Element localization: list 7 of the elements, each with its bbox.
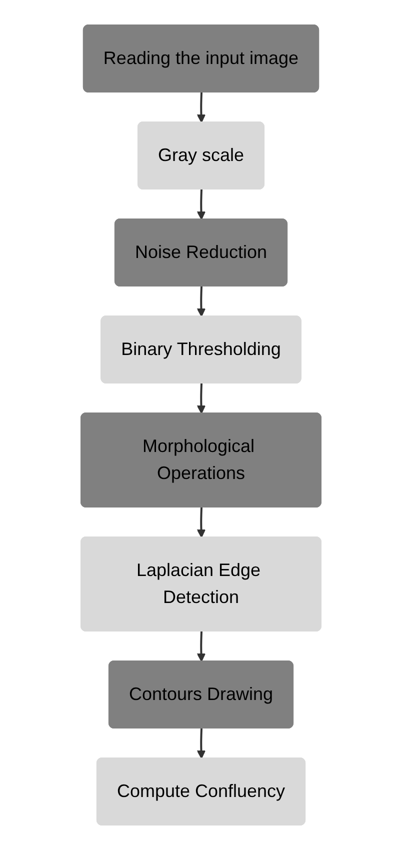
arrow xyxy=(196,92,206,122)
arrow xyxy=(196,286,206,316)
arrow xyxy=(196,188,206,220)
arrow xyxy=(196,382,206,414)
arrow xyxy=(196,506,206,538)
arrow xyxy=(196,728,206,758)
arrow xyxy=(196,630,206,662)
